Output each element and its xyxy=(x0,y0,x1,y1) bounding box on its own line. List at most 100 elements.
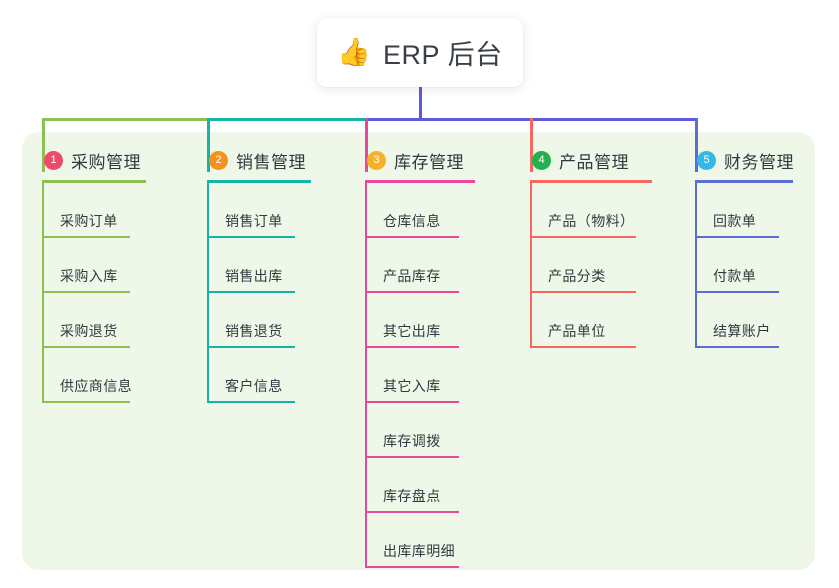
menu-item-label: 结算账户 xyxy=(713,323,771,339)
column-items-采购管理: 采购订单采购入库采购退货供应商信息 xyxy=(42,183,146,403)
column-title-采购管理: 采购管理 xyxy=(71,152,141,172)
menu-item-label: 采购退货 xyxy=(60,323,118,339)
menu-item-rule xyxy=(365,346,459,348)
menu-item-rule xyxy=(207,346,295,348)
menu-item-label: 产品（物料） xyxy=(548,213,635,229)
bus-segment-1 xyxy=(42,118,210,121)
menu-item-rule xyxy=(365,566,459,568)
menu-item-采购退货[interactable]: 采购退货 xyxy=(42,293,146,348)
menu-item-库存调拨[interactable]: 库存调拨 xyxy=(365,403,475,458)
menu-item-rule xyxy=(42,236,130,238)
menu-item-label: 其它入库 xyxy=(383,378,441,394)
root-node-erp-backend[interactable]: 👍 ERP 后台 xyxy=(317,18,523,87)
menu-item-产品（物料）[interactable]: 产品（物料） xyxy=(530,183,652,238)
column-header-rule-4 xyxy=(530,180,652,183)
menu-item-label: 仓库信息 xyxy=(383,213,441,229)
stub-line-column-2 xyxy=(207,118,210,172)
menu-item-label: 采购订单 xyxy=(60,213,118,229)
menu-item-rule xyxy=(365,511,459,513)
branch-column-采购管理: 1 采购管理采购订单采购入库采购退货供应商信息 xyxy=(42,147,146,403)
column-header-销售管理[interactable]: 2 销售管理 xyxy=(207,147,311,173)
menu-item-label: 其它出库 xyxy=(383,323,441,339)
column-header-rule-1 xyxy=(42,180,146,183)
branch-column-库存管理: 3 库存管理仓库信息产品库存其它出库其它入库库存调拨库存盘点出库库明细 xyxy=(365,147,475,568)
menu-item-产品单位[interactable]: 产品单位 xyxy=(530,293,652,348)
menu-item-其它入库[interactable]: 其它入库 xyxy=(365,348,475,403)
column-title-销售管理: 销售管理 xyxy=(236,152,306,172)
column-title-产品管理: 产品管理 xyxy=(559,152,629,172)
menu-item-销售订单[interactable]: 销售订单 xyxy=(207,183,311,238)
menu-item-rule xyxy=(365,291,459,293)
menu-item-采购订单[interactable]: 采购订单 xyxy=(42,183,146,238)
menu-item-付款单[interactable]: 付款单 xyxy=(695,238,794,293)
column-items-财务管理: 回款单付款单结算账户 xyxy=(695,183,794,348)
menu-item-rule xyxy=(42,401,130,403)
column-badge-5: 5 xyxy=(697,150,716,170)
column-badge-3: 3 xyxy=(367,150,386,170)
menu-item-label: 客户信息 xyxy=(225,378,283,394)
column-header-库存管理[interactable]: 3 库存管理 xyxy=(365,147,475,173)
menu-item-rule xyxy=(42,346,130,348)
column-title-库存管理: 库存管理 xyxy=(394,152,464,172)
menu-item-rule xyxy=(530,236,636,238)
menu-item-rule xyxy=(207,291,295,293)
column-title-财务管理: 财务管理 xyxy=(724,152,794,172)
stub-line-column-5 xyxy=(695,118,698,172)
menu-item-产品库存[interactable]: 产品库存 xyxy=(365,238,475,293)
column-badge-1: 1 xyxy=(44,150,63,170)
column-rail-1 xyxy=(42,183,44,403)
column-header-rule-3 xyxy=(365,180,475,183)
stub-line-column-4 xyxy=(530,118,533,172)
menu-item-结算账户[interactable]: 结算账户 xyxy=(695,293,794,348)
branch-column-销售管理: 2 销售管理销售订单销售出库销售退货客户信息 xyxy=(207,147,311,403)
column-header-产品管理[interactable]: 4 产品管理 xyxy=(530,147,652,173)
menu-item-产品分类[interactable]: 产品分类 xyxy=(530,238,652,293)
menu-item-label: 销售退货 xyxy=(225,323,283,339)
menu-item-其它出库[interactable]: 其它出库 xyxy=(365,293,475,348)
menu-item-label: 产品库存 xyxy=(383,268,441,284)
menu-item-销售出库[interactable]: 销售出库 xyxy=(207,238,311,293)
menu-item-label: 出库库明细 xyxy=(383,543,455,559)
bus-segment-2 xyxy=(207,118,368,121)
content-panel xyxy=(22,132,815,570)
column-header-rule-2 xyxy=(207,180,311,183)
menu-item-rule xyxy=(207,236,295,238)
stub-line-column-3 xyxy=(365,118,368,172)
column-badge-2: 2 xyxy=(209,150,228,170)
menu-item-出库库明细[interactable]: 出库库明细 xyxy=(365,513,475,568)
column-rail-5 xyxy=(695,183,697,348)
menu-item-仓库信息[interactable]: 仓库信息 xyxy=(365,183,475,238)
menu-item-库存盘点[interactable]: 库存盘点 xyxy=(365,458,475,513)
menu-item-销售退货[interactable]: 销售退货 xyxy=(207,293,311,348)
column-rail-4 xyxy=(530,183,532,348)
menu-item-rule xyxy=(365,456,459,458)
menu-item-label: 付款单 xyxy=(713,268,757,284)
menu-item-rule xyxy=(365,236,459,238)
column-header-财务管理[interactable]: 5 财务管理 xyxy=(695,147,794,173)
branch-column-产品管理: 4 产品管理产品（物料） 产品分类产品单位 xyxy=(530,147,652,348)
column-rail-3 xyxy=(365,183,367,568)
root-node-title: ERP 后台 xyxy=(383,40,503,70)
menu-item-rule xyxy=(207,401,295,403)
menu-item-rule xyxy=(530,346,636,348)
menu-item-rule xyxy=(42,291,130,293)
menu-item-rule xyxy=(695,236,779,238)
menu-item-label: 销售订单 xyxy=(225,213,283,229)
menu-item-客户信息[interactable]: 客户信息 xyxy=(207,348,311,403)
column-items-库存管理: 仓库信息产品库存其它出库其它入库库存调拨库存盘点出库库明细 xyxy=(365,183,475,568)
column-header-采购管理[interactable]: 1 采购管理 xyxy=(42,147,146,173)
column-badge-4: 4 xyxy=(532,150,551,170)
menu-item-回款单[interactable]: 回款单 xyxy=(695,183,794,238)
thumbs-up-icon: 👍 xyxy=(337,37,372,67)
trunk-line-vertical xyxy=(419,87,422,121)
menu-item-label: 产品单位 xyxy=(548,323,606,339)
menu-item-label: 采购入库 xyxy=(60,268,118,284)
menu-item-label: 销售出库 xyxy=(225,268,283,284)
menu-item-label: 库存调拨 xyxy=(383,433,441,449)
menu-item-label: 回款单 xyxy=(713,213,757,229)
menu-item-采购入库[interactable]: 采购入库 xyxy=(42,238,146,293)
menu-item-label: 供应商信息 xyxy=(60,378,132,394)
menu-item-供应商信息[interactable]: 供应商信息 xyxy=(42,348,146,403)
stub-line-column-1 xyxy=(42,118,45,172)
